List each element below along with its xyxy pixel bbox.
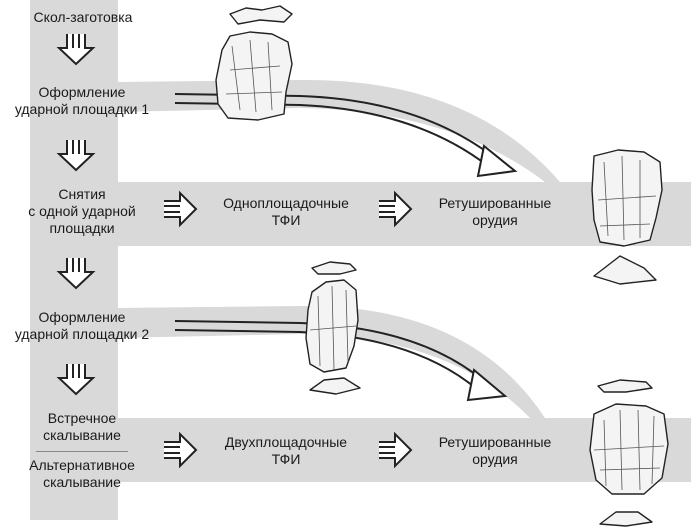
- right-arrow-shape: [379, 190, 413, 228]
- knapping-divider: [36, 451, 128, 452]
- down-arrow-shape: [56, 34, 96, 66]
- right-arrow-3: [164, 431, 198, 469]
- platform-1-label: Оформление ударной площадки 1: [14, 84, 150, 117]
- down-arrow-shape: [56, 140, 96, 172]
- lower-curved-band: [118, 305, 545, 418]
- blank-flake-label: Скол-заготовка: [33, 9, 133, 25]
- down-arrow-1: [56, 34, 96, 66]
- right-arrow-shape: [379, 431, 413, 469]
- down-arrow-4: [56, 364, 96, 396]
- single-platform-removals-label: Снятия с одной ударной площадки: [28, 186, 136, 236]
- down-arrow-3: [56, 258, 96, 290]
- right-arrow-2: [379, 190, 413, 228]
- opposed-knapping-label: Встречное скалывание: [43, 410, 121, 443]
- down-arrow-shape: [56, 258, 96, 290]
- core-platform-1-drawing: [215, 5, 293, 121]
- retouched-tools-1-label: Ретушированные орудия: [438, 195, 552, 228]
- double-platform-tfi-label: Двухплощадочные ТФИ: [224, 434, 348, 467]
- single-platform-tfi-label: Одноплощадочные ТФИ: [223, 195, 349, 228]
- platform-2-label: Оформление ударной площадки 2: [14, 309, 150, 342]
- retouched-tools-2-label: Ретушированные орудия: [438, 434, 552, 467]
- right-arrow-1: [164, 190, 198, 228]
- right-arrow-4: [379, 431, 413, 469]
- down-arrow-shape: [56, 364, 96, 396]
- alternating-knapping-label: Альтернативное скалывание: [29, 457, 135, 490]
- down-arrow-2: [56, 140, 96, 172]
- right-arrow-shape: [164, 190, 198, 228]
- right-arrow-shape: [164, 431, 198, 469]
- retouched-tool-1-drawing: [591, 149, 663, 285]
- retouched-tool-2-drawing: [589, 379, 669, 527]
- curved-arrow-upper: [174, 93, 518, 178]
- core-platform-2-drawing: [305, 261, 361, 395]
